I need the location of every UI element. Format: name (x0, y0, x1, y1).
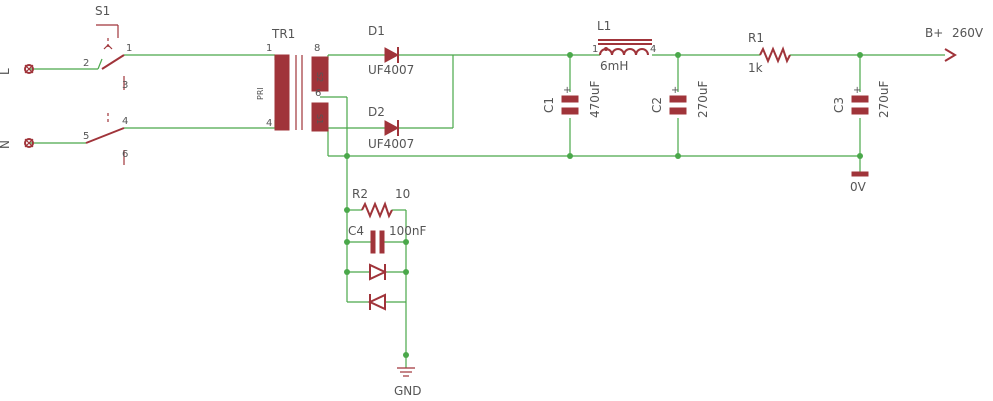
capacitor-c4: C4 100nF (348, 224, 427, 254)
c3-ref: C3 (832, 97, 846, 113)
tr-pin-8: 8 (314, 43, 320, 54)
output-bplus: B+ 260V (925, 26, 984, 62)
r2-value: 10 (395, 187, 410, 201)
c3-polarity: + (853, 85, 861, 96)
r1-ref: R1 (748, 31, 764, 45)
tr-pin-4: 4 (266, 118, 272, 129)
c1-value: 470uF (588, 80, 602, 118)
d2-value: UF4007 (368, 137, 414, 151)
diode-d1: D1 UF4007 (368, 24, 414, 77)
switch-pin-1: 1 (126, 43, 132, 54)
c4-value: 100nF (389, 224, 427, 238)
terminal-l: L (0, 64, 34, 75)
l1-ref: L1 (597, 19, 611, 33)
label-n: N (0, 140, 12, 149)
c3-value: 270uF (877, 80, 891, 118)
bplus-label: B+ (925, 26, 943, 40)
l1-pin-1: 1 (592, 44, 598, 55)
l1-pin-4: 4 (650, 44, 656, 55)
switch-s1: S1 1 2 3 4 5 6 (83, 4, 132, 165)
switch-pin-5: 5 (83, 131, 89, 142)
c1-ref: C1 (542, 97, 556, 113)
zero-volt-label: 0V (850, 180, 867, 194)
zero-volt-symbol: 0V (850, 171, 869, 194)
r1-value: 1k (748, 61, 763, 75)
l1-value: 6mH (600, 59, 628, 73)
c4-ref: C4 (348, 224, 364, 238)
diode-reverse (367, 293, 386, 311)
wires (29, 54, 945, 368)
tr-pin-1: 1 (266, 43, 272, 54)
capacitor-c2: + C2 270uF (650, 80, 710, 118)
switch-pin-6: 6 (122, 149, 128, 160)
switch-ref: S1 (95, 4, 110, 18)
c2-ref: C2 (650, 97, 664, 113)
capacitor-c1: + C1 470uF (542, 80, 602, 118)
d1-value: UF4007 (368, 63, 414, 77)
resistor-r2: R2 10 (352, 187, 410, 219)
switch-pin-3: 3 (122, 80, 128, 91)
c2-value: 270uF (696, 80, 710, 118)
terminal-n: N (0, 138, 34, 149)
tr-pri-label: PRI (256, 87, 265, 100)
diode-d2: D2 UF4007 (368, 105, 414, 151)
c2-polarity: + (671, 85, 679, 96)
inductor-l1: L1 1 4 6mH (592, 19, 656, 73)
label-l: L (0, 68, 12, 75)
junctions (344, 52, 863, 358)
diode-forward (369, 263, 388, 281)
switch-pin-2: 2 (83, 58, 89, 69)
d1-ref: D1 (368, 24, 385, 38)
tr-s1-label: S1 (315, 114, 324, 124)
d2-ref: D2 (368, 105, 385, 119)
r2-ref: R2 (352, 187, 368, 201)
ground-symbol: GND (394, 367, 422, 398)
capacitor-c3: + C3 270uF (832, 80, 891, 118)
bplus-value: 260V (952, 26, 984, 40)
tr-s2-label: S2 (315, 72, 324, 82)
gnd-label: GND (394, 384, 422, 398)
transformer-ref: TR1 (271, 27, 295, 41)
tr-pin-6: 6 (315, 88, 321, 99)
resistor-r1: R1 1k (748, 31, 791, 75)
switch-pin-4: 4 (122, 116, 128, 127)
transformer-tr1: TR1 PRI S2 S1 1 4 8 6 (256, 27, 329, 132)
c1-polarity: + (563, 85, 571, 96)
